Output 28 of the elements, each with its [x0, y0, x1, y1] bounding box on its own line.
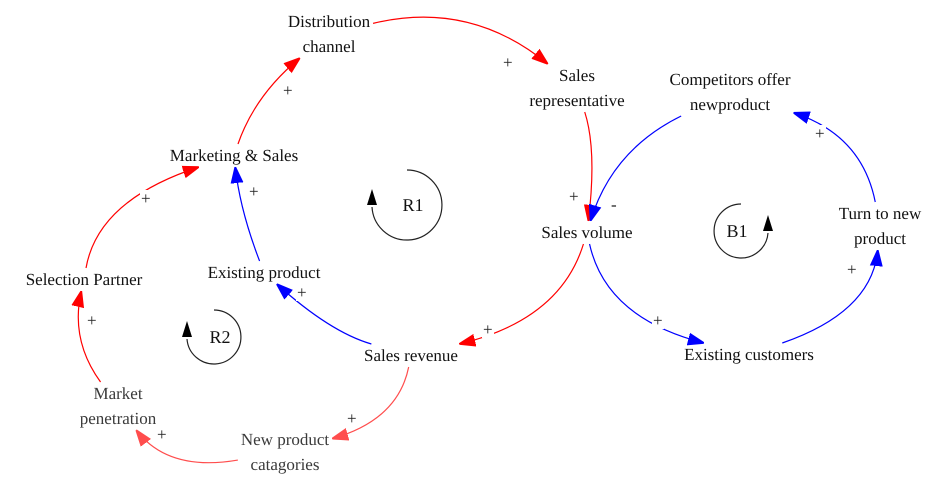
node-label: Marketing & Sales: [170, 146, 298, 165]
arrow: [237, 57, 301, 144]
arrow: [782, 249, 882, 344]
node-label: Existing product: [208, 263, 320, 282]
arrow: [135, 429, 238, 464]
loop-label: R1: [402, 195, 424, 215]
loop-label: R2: [210, 327, 231, 347]
node-label: Sales representative: [529, 66, 625, 110]
arrow: [276, 283, 372, 345]
arrow: [590, 115, 682, 222]
arrow: [792, 112, 876, 202]
arrow: [85, 166, 200, 268]
arrow: [458, 244, 584, 346]
node-label: Distribution channel: [288, 12, 370, 56]
arrow: [72, 290, 102, 382]
arrow: [230, 166, 260, 262]
node-label: Competitors offer newproduct: [669, 70, 791, 114]
node-label: Existing customers: [684, 345, 814, 364]
node-label: Market penetration: [80, 384, 156, 428]
arrow: [331, 366, 410, 440]
loop-label: B1: [726, 221, 748, 241]
node-label: New product catagories: [240, 430, 330, 474]
node-label: Selection Partner: [26, 270, 142, 289]
node-label: Sales revenue: [364, 346, 458, 365]
arrow: [588, 244, 705, 345]
arrow: [372, 16, 549, 65]
node-label: Turn to new product: [838, 204, 922, 248]
node-label: Sales volume: [541, 223, 633, 242]
